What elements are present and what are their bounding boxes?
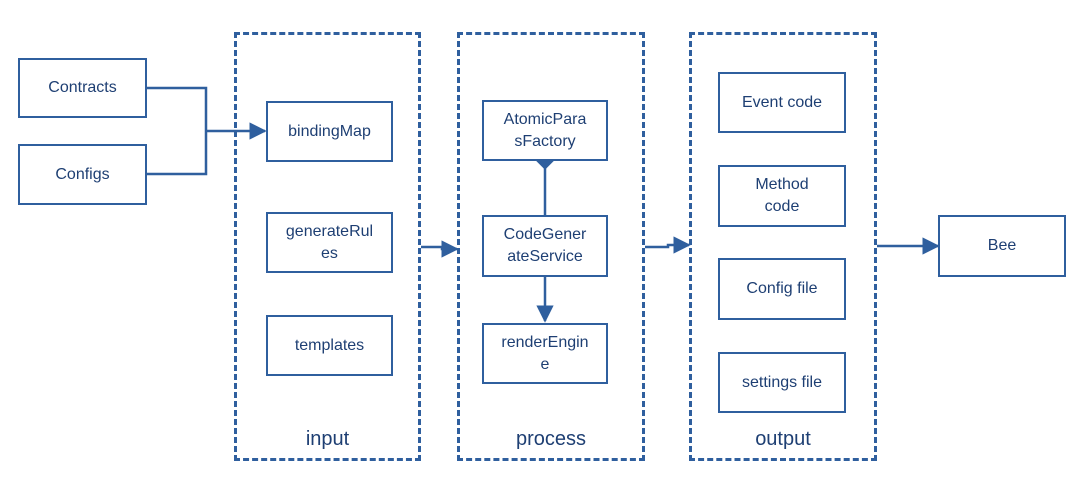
process-group-label: process [515,428,587,450]
event-code-box: Event code [718,72,846,133]
config-file-box: Config file [718,258,846,320]
output-group [689,32,877,461]
configs-box: Configs [18,144,147,205]
output-group-label: output [755,428,811,450]
configs-connector [147,131,208,176]
code-generate-service-box: CodeGener ateService [482,215,608,277]
process-group [457,32,645,461]
bee-box: Bee [938,215,1066,277]
settings-file-box: settings file [718,352,846,413]
generate-rules-box: generateRul es [266,212,393,273]
process-to-output-arrow [645,236,691,254]
method-code-box: Method code [718,165,846,227]
input-to-process-arrow [421,240,459,258]
render-engine-box: renderEngin e [482,323,608,384]
contracts-connector [147,86,208,131]
contracts-box: Contracts [18,58,147,118]
input-group [234,32,421,461]
atomic-paras-factory-box: AtomicPara sFactory [482,100,608,161]
input-group-label: input [305,428,350,450]
binding-map-box: bindingMap [266,101,393,162]
templates-box: templates [266,315,393,376]
